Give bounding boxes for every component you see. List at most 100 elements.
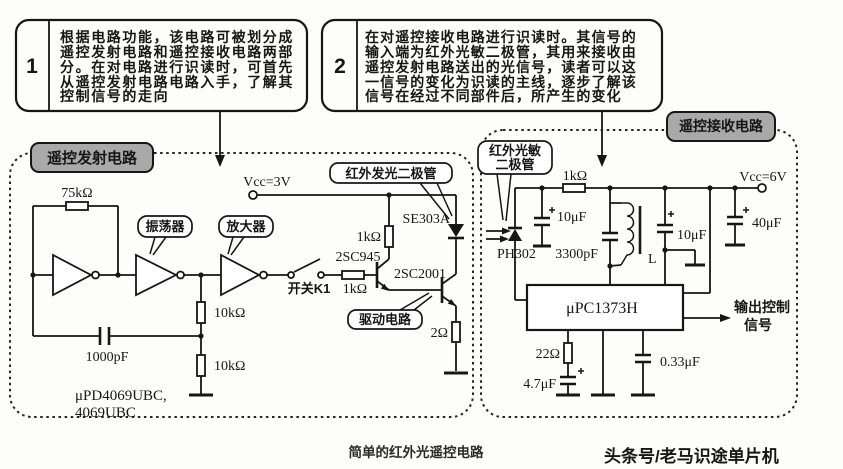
switch-K1 <box>287 258 325 279</box>
plus-mark <box>743 207 749 213</box>
photodiode-PH302 <box>508 226 522 241</box>
note-1-number: 1 <box>26 55 38 78</box>
ir-led-callout: 红外发光二极管 <box>329 162 453 220</box>
capacitor-10uF-2 <box>657 223 673 234</box>
label-output-line1: 输出控制 <box>734 299 790 315</box>
label-output-line2: 信号 <box>744 317 772 333</box>
photodiode-callout-line2: 二极管 <box>495 157 534 172</box>
note-2-line: 输入端为红外光敏二极管，其用来接收由 <box>365 44 637 60</box>
label-1k-base: 1kΩ <box>343 282 367 297</box>
capacitor-3300pF <box>602 231 618 242</box>
note-2-line: 一信号的变化为识读的主线，逐步了解该 <box>365 74 637 90</box>
figure-caption: 简单的红外光遥控电路 <box>349 444 484 460</box>
amplifier-callout: 放大器 <box>218 215 274 256</box>
note-1-line: 控制信号的走向 <box>60 88 169 104</box>
note-2-number: 2 <box>334 55 346 78</box>
receiver-circuit: μPC1373H 红外光敏 二极管 PH302 1kΩ 10 <box>477 140 790 397</box>
label-vcc6: Vcc=6V <box>739 170 787 185</box>
vcc3-terminal <box>248 190 258 200</box>
label-ic-upd4069-line1: μPD4069UBC, <box>75 388 167 404</box>
inverter-3 <box>220 253 268 297</box>
note-1-line: 从遥控发射电路电路入手，了解其 <box>60 74 294 90</box>
plus-mark <box>668 211 674 217</box>
note-box-1: 1 根据电路功能，该电路可被划分成 遥控发射电路和遥控接收电路两部 分。在对电路… <box>14 18 309 113</box>
note-2-line: 遥控发射电路送出的光信号，读者可以这 <box>365 59 637 75</box>
resistor-22ohm <box>563 342 573 364</box>
transmitter-border <box>9 152 474 418</box>
note-2-arrow <box>597 111 607 167</box>
label-switch-k1: 开关K1 <box>288 281 331 296</box>
label-10k-2: 10kΩ <box>214 359 245 374</box>
photodiode-callout-line1: 红外光敏 <box>489 143 542 158</box>
ir-led-SE303A <box>448 224 464 240</box>
light-arrows <box>486 227 511 243</box>
receiver-title: 遥控接收电路 <box>679 118 764 134</box>
transistor-2SC2001 <box>440 273 457 307</box>
ic-upc1373h-box <box>525 283 685 332</box>
label-10uF-2: 10μF <box>677 228 707 243</box>
plus-mark <box>578 368 584 374</box>
receiver-border <box>480 129 798 418</box>
capacitor-1000pF <box>98 327 111 345</box>
resistor-1k-base <box>341 270 365 280</box>
receiver-wires <box>514 187 758 394</box>
label-2sc2001: 2SC2001 <box>394 267 446 282</box>
label-10k-1: 10kΩ <box>214 306 245 321</box>
label-40uF: 40μF <box>752 216 782 231</box>
note-1-line: 分。在对电路进行识读时，可首先 <box>60 59 294 75</box>
photodiode-callout: 红外光敏 二极管 <box>477 140 553 222</box>
inverter-1 <box>52 253 100 297</box>
label-ph302: PH302 <box>497 247 536 262</box>
label-75k: 75kΩ <box>61 186 92 201</box>
note-box-2-frame <box>320 18 664 113</box>
resistor-10k-1 <box>196 301 206 324</box>
note-2-line: 在对遥控接收电路进行识读时。其信号的 <box>365 29 637 45</box>
ir-led-callout-label: 红外发光二极管 <box>345 166 436 181</box>
label-22ohm: 22Ω <box>536 347 560 362</box>
inverter-2 <box>135 253 185 297</box>
label-2sc945: 2SC945 <box>335 250 380 265</box>
note-1-arrow <box>215 111 225 167</box>
receiver-region: 遥控接收电路 <box>480 111 798 418</box>
driver-callout: 驱动电路 <box>347 292 433 330</box>
transmitter-circuit: 振荡器 放大器 红外发光二极管 驱动电路 75kΩ Vcc=3V SE303A … <box>30 162 468 421</box>
label-1k-input: 1kΩ <box>563 169 587 184</box>
resistor-1k-input <box>562 183 586 193</box>
label-L: L <box>648 252 657 267</box>
label-1000pF: 1000pF <box>86 350 129 365</box>
note-box-1-frame <box>14 18 309 113</box>
label-0.33uF: 0.33μF <box>660 355 700 370</box>
receiver-header <box>666 111 776 142</box>
watermark: 头条号/老马识途单片机 <box>604 446 779 466</box>
capacitor-4.7uF <box>560 375 576 386</box>
note-1-line: 根据电路功能，该电路可被划分成 <box>60 29 294 45</box>
label-upc1373h: μPC1373H <box>566 300 638 317</box>
transmitter-region: 遥控发射电路 <box>9 142 474 418</box>
label-1k-collector: 1kΩ <box>357 230 381 245</box>
vcc6-terminal <box>757 183 767 193</box>
output-arrowhead <box>720 314 731 322</box>
driver-callout-label: 驱动电路 <box>359 312 412 327</box>
plus-mark <box>549 207 555 213</box>
note-box-2: 2 在对遥控接收电路进行识读时。其信号的 输入端为红外光敏二极管，其用来接收由 … <box>320 18 664 113</box>
capacitor-0.33uF <box>635 353 651 364</box>
inductor-L <box>620 202 642 266</box>
label-ic-upd4069-line2: 4069UBC <box>75 405 136 421</box>
capacitor-40uF <box>727 215 743 226</box>
oscillator-label: 振荡器 <box>145 219 185 234</box>
note-2-line: 信号在经过不同部件后，所产生的变化 <box>365 88 622 104</box>
transistor-2SC945 <box>375 258 390 291</box>
transmitter-title: 遥控发射电路 <box>47 149 138 167</box>
capacitor-10uF-1 <box>534 216 550 227</box>
amplifier-label: 放大器 <box>225 219 266 234</box>
oscillator-callout: 振荡器 <box>137 215 193 256</box>
label-2ohm: 2Ω <box>431 326 448 341</box>
label-10uF-1: 10μF <box>557 210 587 225</box>
resistor-10k-2 <box>196 354 206 377</box>
resistor-1k-collector <box>384 225 394 248</box>
note-1-line: 遥控发射电路和遥控接收电路两部 <box>60 44 294 60</box>
resistor-75k <box>65 201 89 211</box>
resistor-2ohm <box>451 321 461 343</box>
